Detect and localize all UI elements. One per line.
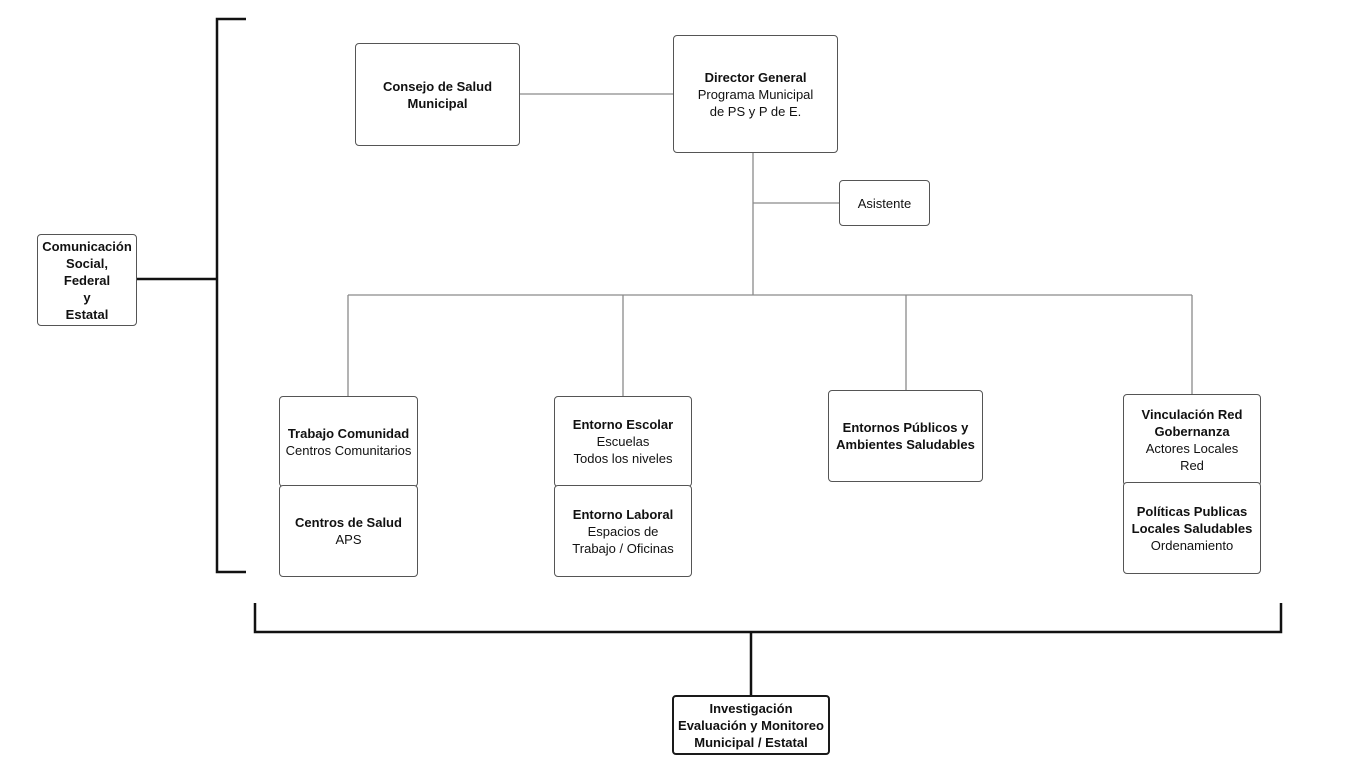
consejo-title-line: Consejo de Salud [382, 78, 493, 94]
asistente-text-line: Asistente [857, 195, 912, 211]
centros_salud-title-line: Centros de Salud [295, 515, 402, 530]
consejo-title-line: Municipal [407, 95, 468, 111]
escolar-title-line: Entorno Escolar [572, 417, 674, 432]
vinculacion-title-line: Gobernanza [1154, 424, 1230, 439]
politicas-title-line: Locales Saludables [1131, 520, 1253, 536]
comunicacion-title-line: y [83, 289, 91, 305]
laboral-title-line: Entorno Laboral [572, 506, 674, 522]
comunicacion-title-line: Social, [66, 255, 108, 271]
investigacion-title-line: Municipal / Estatal [694, 734, 808, 750]
director-text-line: de PS y P de E. [709, 103, 802, 119]
trabajo-text-line: Centros Comunitarios [285, 442, 412, 458]
vinculacion-title-line: Vinculación Red [1141, 407, 1243, 422]
vinculacion-text-line: Red [1180, 458, 1204, 473]
publicos-title-line: Ambientes Saludables [836, 437, 975, 452]
escolar-text-line: Escuelas [596, 434, 650, 449]
escolar-text-line: Todos los niveles [573, 451, 673, 466]
comunicacion-title-line: Federal [63, 272, 111, 288]
asistente-node: Asistente [839, 180, 930, 226]
left-bracket [215, 17, 246, 574]
trabajo-title-line: Trabajo Comunidad [287, 425, 410, 441]
vinculacion-text-line: Actores Locales [1145, 441, 1239, 456]
comunicacion-title-line: Comunicación [42, 238, 132, 254]
director-title-line: Director General [704, 69, 807, 85]
director-text-line: Programa Municipal [697, 86, 814, 102]
investigacion-title-line: Evaluación y Monitoreo [678, 717, 824, 733]
publicos-title-line: Entornos Públicos y [842, 420, 969, 435]
investigacion-title-line: Investigación [709, 700, 793, 716]
publicos-node: Entornos Públicos y Ambientes Saludables [828, 390, 983, 482]
bottom-bracket [253, 603, 1283, 634]
laboral-text-line: Trabajo / Oficinas [572, 540, 674, 556]
centros_salud-text-line: APS [335, 532, 362, 547]
comunicacion-title-line: Estatal [65, 306, 109, 322]
laboral-text-line: Espacios de [587, 523, 659, 539]
politicas-text-line: Ordenamiento [1150, 537, 1234, 553]
politicas-title-line: Políticas Publicas [1136, 503, 1248, 519]
